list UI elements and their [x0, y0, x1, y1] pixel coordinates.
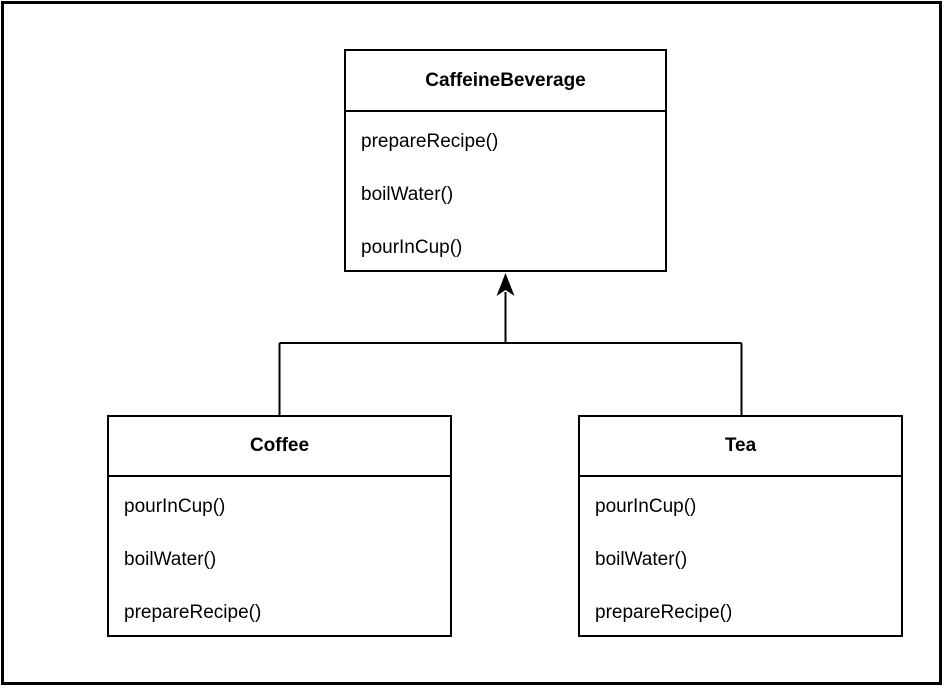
class-name: Coffee — [109, 417, 450, 477]
class-method: prepareRecipe() — [361, 130, 499, 152]
class-name: CaffeineBeverage — [346, 51, 665, 112]
inheritance-arrowhead-icon — [496, 273, 515, 296]
class-method: prepareRecipe() — [124, 601, 262, 623]
class-methods-section: pourInCup() boilWater() prepareRecipe() — [109, 477, 450, 639]
class-methods-section: pourInCup() boilWater() prepareRecipe() — [580, 477, 901, 639]
class-method: pourInCup() — [124, 495, 226, 517]
class-name: Tea — [580, 417, 901, 477]
class-method: boilWater() — [124, 548, 217, 570]
class-method: prepareRecipe() — [595, 601, 733, 623]
class-methods-section: prepareRecipe() boilWater() pourInCup() — [346, 112, 665, 274]
class-method: boilWater() — [361, 183, 454, 205]
class-box-tea: Tea pourInCup() boilWater() prepareRecip… — [578, 415, 903, 637]
class-method: boilWater() — [595, 548, 688, 570]
class-method: pourInCup() — [361, 236, 463, 258]
class-box-caffeinebeverage: CaffeineBeverage prepareRecipe() boilWat… — [344, 49, 667, 272]
class-method: pourInCup() — [595, 495, 697, 517]
class-box-coffee: Coffee pourInCup() boilWater() prepareRe… — [107, 415, 452, 637]
